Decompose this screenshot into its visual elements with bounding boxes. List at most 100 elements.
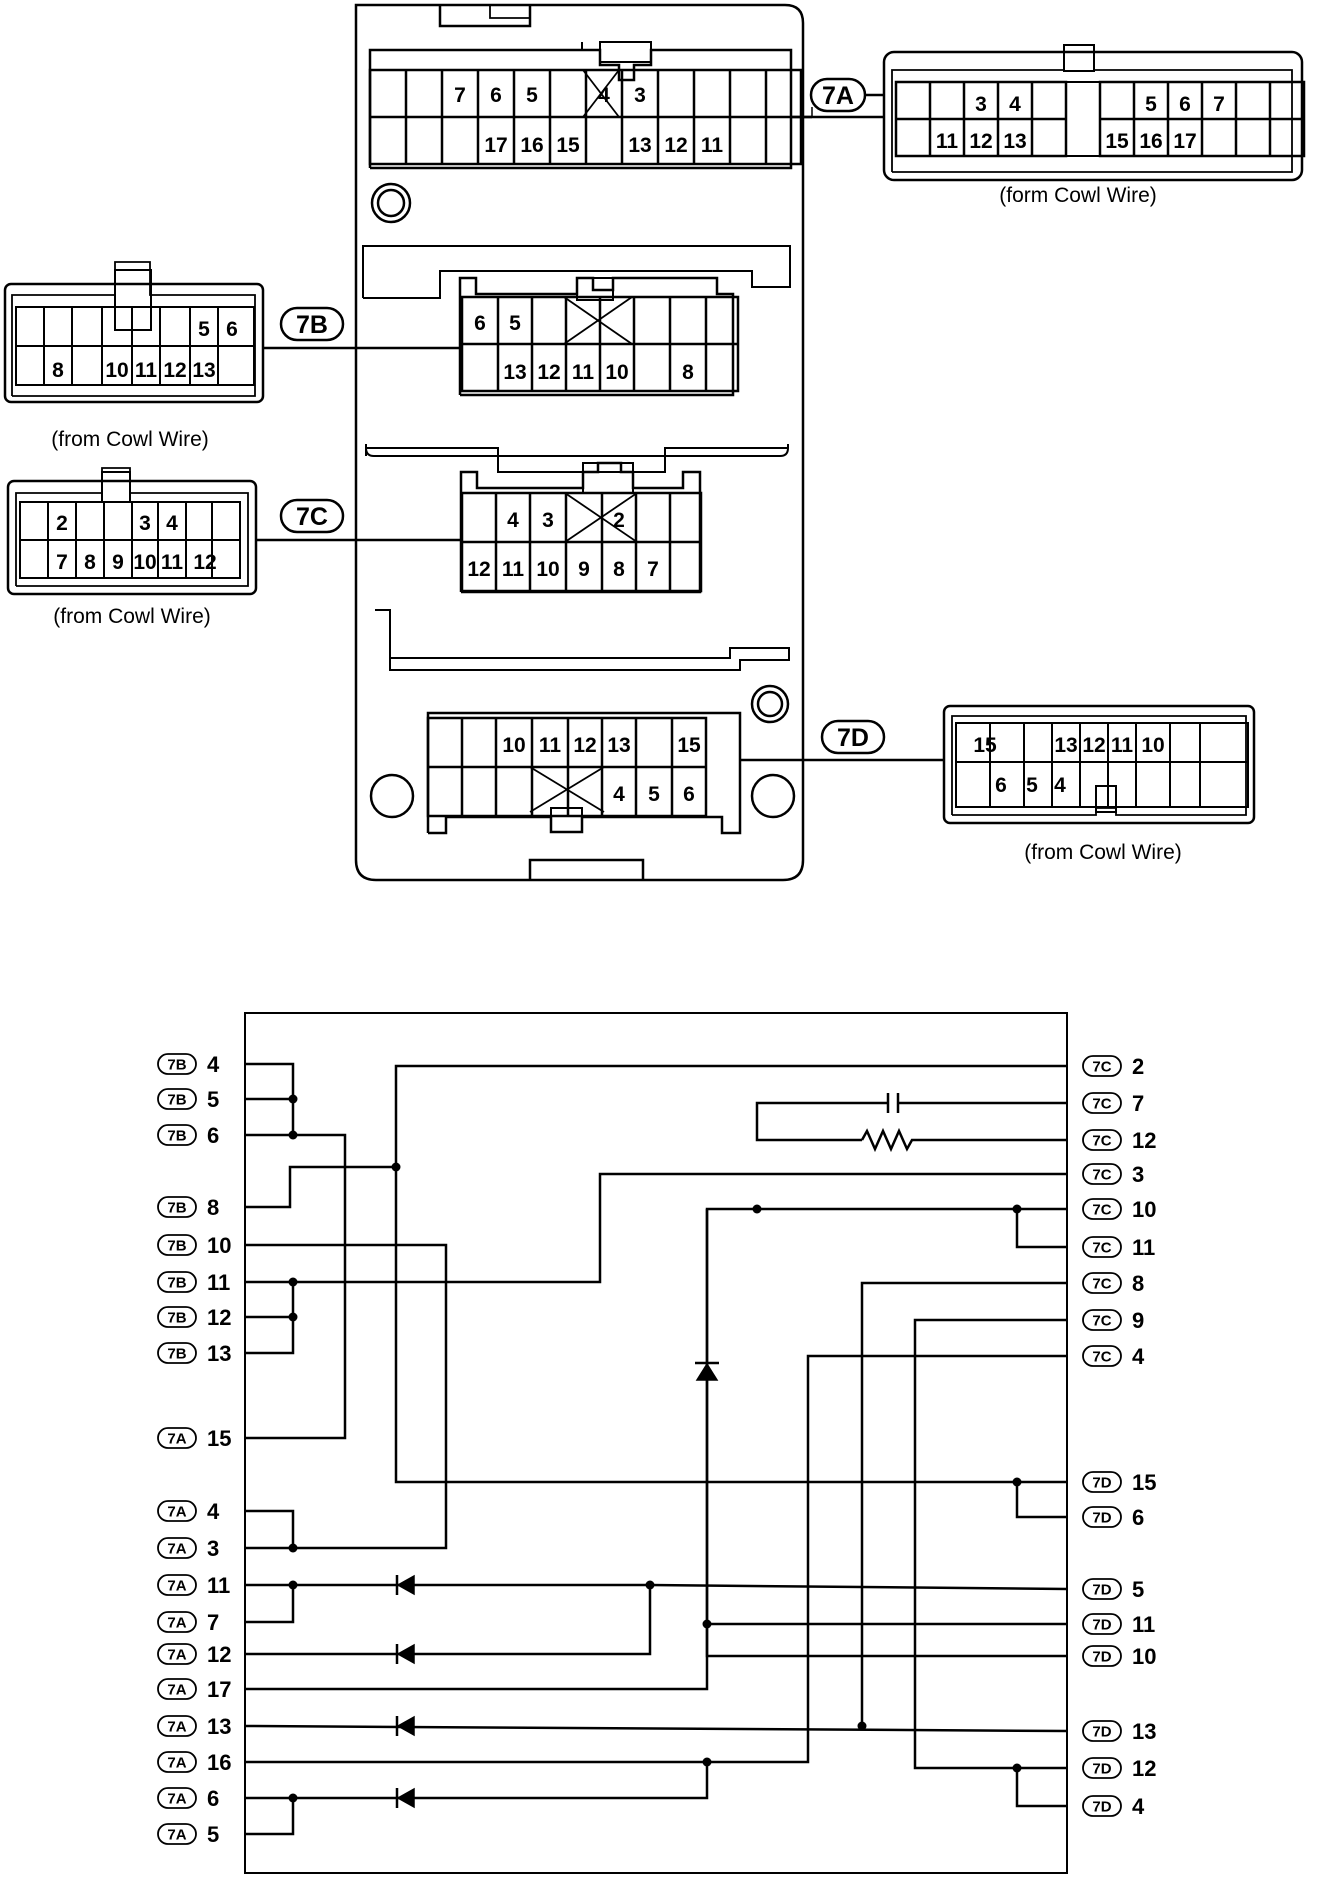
- block-7c-top-pin-2: 2: [613, 509, 625, 532]
- right-terminal-7c-12-pin: 12: [1132, 1128, 1156, 1153]
- left-terminal-7a-7-pin: 7: [207, 1610, 219, 1635]
- block-7d-top-pin-10: 10: [502, 734, 525, 757]
- mate-7a-pin-5: 5: [1145, 93, 1157, 116]
- mate-7c-pin-3: 3: [139, 512, 151, 535]
- left-terminal-7a-12-tag: 7A: [167, 1647, 186, 1664]
- mate-7d-pin-6: 6: [995, 774, 1007, 797]
- block-7b-bottom-pin-8: 8: [682, 361, 694, 384]
- left-terminal-7b-12-pin: 12: [207, 1305, 231, 1330]
- left-terminal-7a-4-tag: 7A: [167, 1504, 186, 1521]
- mate-7a-pin-12: 12: [969, 130, 992, 153]
- block-7c-bottom-pin-7: 7: [647, 558, 659, 581]
- mate-7a-pin-13: 13: [1003, 130, 1026, 153]
- mate-7d-pin-4: 4: [1054, 774, 1066, 797]
- tag-7c: 7C: [296, 503, 328, 531]
- mate-7b-pin-10: 10: [105, 359, 128, 382]
- left-terminal-7b-10-tag: 7B: [167, 1238, 186, 1255]
- left-terminal-7a-5-pin: 5: [207, 1822, 219, 1847]
- mate-7a-pin-11: 11: [936, 130, 959, 153]
- mate-7c-pin-4: 4: [166, 512, 178, 535]
- mate-7b-pin-6: 6: [226, 318, 238, 341]
- block-7c-bottom-pin-9: 9: [578, 558, 590, 581]
- left-terminal-7b-12-tag: 7B: [167, 1310, 186, 1327]
- right-terminal-7d-12-pin: 12: [1132, 1756, 1156, 1781]
- right-terminal-7d-10-tag: 7D: [1092, 1649, 1111, 1666]
- block-7a-bottom-pin-15: 15: [556, 134, 580, 157]
- left-terminal-7a-5-tag: 7A: [167, 1827, 186, 1844]
- mate-7a-pin-7: 7: [1213, 93, 1225, 116]
- right-terminal-7c-4-tag: 7C: [1092, 1349, 1111, 1366]
- left-terminal-7a-16-tag: 7A: [167, 1755, 186, 1772]
- left-terminal-7b-8-tag: 7B: [167, 1200, 186, 1217]
- right-terminal-7c-2-pin: 2: [1132, 1054, 1144, 1079]
- mate-7a-pin-4: 4: [1009, 93, 1021, 116]
- mate-7c-pin-8: 8: [84, 551, 96, 574]
- mate-7b-pin-11: 11: [135, 359, 158, 382]
- left-terminal-7b-11-tag: 7B: [167, 1275, 186, 1292]
- mate-7d-pin-10: 10: [1141, 734, 1164, 757]
- left-terminal-7a-11-tag: 7A: [167, 1578, 186, 1595]
- mate-7c-pin-2: 2: [56, 512, 68, 535]
- right-terminal-7d-12-tag: 7D: [1092, 1761, 1111, 1778]
- mate-7d-pin-13: 13: [1054, 734, 1077, 757]
- right-terminal-7d-5-pin: 5: [1132, 1577, 1144, 1602]
- right-terminal-7c-9-pin: 9: [1132, 1308, 1144, 1333]
- left-terminal-7b-11-pin: 11: [207, 1270, 230, 1295]
- left-terminal-7a-12-pin: 12: [207, 1642, 231, 1667]
- left-terminal-7a-7-tag: 7A: [167, 1615, 186, 1632]
- left-terminal-7b-6-tag: 7B: [167, 1128, 186, 1145]
- block-7a-bottom-pin-16: 16: [520, 134, 543, 157]
- block-7a-bottom-pin-17: 17: [484, 134, 507, 157]
- block-7c-top-pin-3: 3: [542, 509, 554, 532]
- block-7b-bottom-pin-10: 10: [605, 361, 628, 384]
- block-7d-bottom-pin-4: 4: [613, 783, 625, 806]
- left-terminal-7a-16-pin: 16: [207, 1750, 231, 1775]
- right-terminal-7c-3-pin: 3: [1132, 1162, 1144, 1187]
- mate-7b-pin-5: 5: [198, 318, 210, 341]
- right-terminal-7d-15-tag: 7D: [1092, 1475, 1111, 1492]
- mate-7a-pin-15: 15: [1105, 130, 1129, 153]
- left-terminal-7a-3-pin: 3: [207, 1536, 219, 1561]
- left-terminal-7b-8-pin: 8: [207, 1195, 219, 1220]
- right-terminal-7c-11-pin: 11: [1132, 1235, 1155, 1260]
- left-terminal-7a-15-pin: 15: [207, 1426, 231, 1451]
- right-terminal-7d-15-pin: 15: [1132, 1470, 1156, 1495]
- right-terminal-7d-11-tag: 7D: [1092, 1617, 1111, 1634]
- left-terminal-7b-13-pin: 13: [207, 1341, 231, 1366]
- block-7c-bottom-pin-10: 10: [536, 558, 559, 581]
- right-terminal-7c-7-pin: 7: [1132, 1091, 1144, 1116]
- right-terminal-7c-10-pin: 10: [1132, 1197, 1156, 1222]
- right-terminal-7d-13-tag: 7D: [1092, 1724, 1111, 1741]
- right-terminal-7c-12-tag: 7C: [1092, 1133, 1111, 1150]
- left-terminal-7a-15-tag: 7A: [167, 1431, 186, 1448]
- mate-7c-pin-7: 7: [56, 551, 68, 574]
- left-terminal-7b-5-pin: 5: [207, 1087, 219, 1112]
- block-7d-top-pin-12: 12: [573, 734, 596, 757]
- left-terminal-7b-13-tag: 7B: [167, 1346, 186, 1363]
- block-7b-top-pin-6: 6: [474, 312, 486, 335]
- block-7a-bottom-pin-11: 11: [701, 134, 724, 157]
- mate-7d-pin-11: 11: [1111, 734, 1134, 757]
- mate-7d-caption: (from Cowl Wire): [1024, 841, 1182, 864]
- tag-7d: 7D: [837, 724, 869, 752]
- block-7d-bottom-pin-5: 5: [648, 783, 660, 806]
- right-terminal-7c-4-pin: 4: [1132, 1344, 1145, 1369]
- left-terminal-7b-5-tag: 7B: [167, 1092, 186, 1109]
- left-terminal-7a-3-tag: 7A: [167, 1541, 186, 1558]
- right-terminal-7c-2-tag: 7C: [1092, 1059, 1111, 1076]
- block-7b-top-pin-5: 5: [509, 312, 521, 335]
- mate-7a-pin-17: 17: [1173, 130, 1196, 153]
- block-7c-bottom-pin-8: 8: [613, 558, 625, 581]
- block-7a-top-pin-3: 3: [634, 84, 646, 107]
- left-terminal-7b-4-tag: 7B: [167, 1057, 186, 1074]
- left-terminal-7b-10-pin: 10: [207, 1233, 231, 1258]
- block-7a-top-pin-6: 6: [490, 84, 502, 107]
- right-terminal-7c-8-pin: 8: [1132, 1271, 1144, 1296]
- right-terminal-7c-3-tag: 7C: [1092, 1167, 1111, 1184]
- mate-7a-pin-6: 6: [1179, 93, 1191, 116]
